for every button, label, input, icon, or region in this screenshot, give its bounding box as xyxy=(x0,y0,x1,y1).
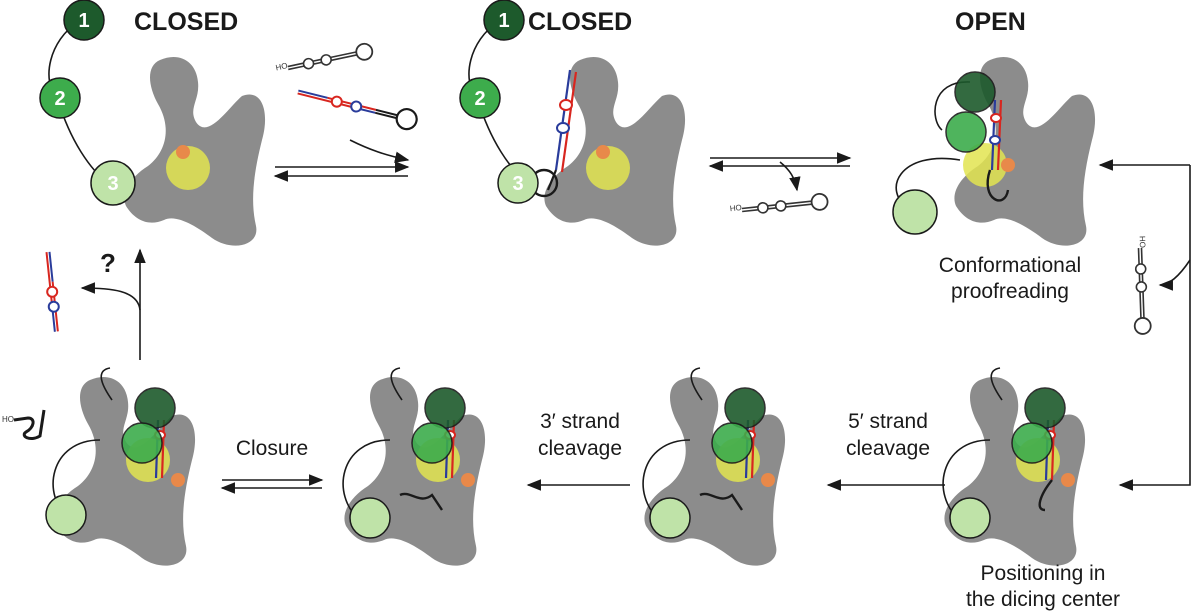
incoming-hairpin-colored xyxy=(297,89,418,131)
domain-2-circle xyxy=(459,77,501,119)
step-label-3prime-line2: cleavage xyxy=(538,437,622,460)
domain-2-label: 2 xyxy=(474,88,485,110)
catalytic-site xyxy=(1001,158,1015,172)
incoming-hairpin-white: HO xyxy=(275,41,375,77)
domain-1-circle xyxy=(134,387,176,429)
step-label-5prime-line1: 5′ strand xyxy=(848,410,928,433)
domain-2-circle xyxy=(1011,422,1053,464)
rna-end-label: HO xyxy=(729,203,742,213)
yellow-domain xyxy=(963,143,1007,187)
step-label-positioning-line2: the dicing center xyxy=(966,588,1120,611)
catalytic-site xyxy=(596,145,610,159)
yellow-domain xyxy=(586,146,630,190)
domain-3-circle xyxy=(90,160,136,206)
step-three-prime: 3′ strand cleavage xyxy=(526,410,630,491)
domain-3-circle xyxy=(497,162,539,204)
bound-pre-mirna xyxy=(986,99,1010,202)
domain-2-circle xyxy=(711,422,753,464)
step-label-3prime-line1: 3′ strand xyxy=(540,410,620,433)
question-mark: ? xyxy=(100,248,116,278)
domain-1-circle xyxy=(1024,387,1066,429)
rna-end-label: HO xyxy=(2,415,14,424)
return-connector: ? xyxy=(80,248,146,360)
binding-equilibrium-arrows xyxy=(273,139,410,182)
catalytic-site xyxy=(1061,473,1075,487)
catalytic-site xyxy=(761,473,775,487)
domain-1-circle xyxy=(724,387,766,429)
domain-1-circle xyxy=(63,0,105,41)
state-closed-2: CLOSED 1 2 3 xyxy=(459,0,686,246)
step-label-closure: Closure xyxy=(236,437,308,460)
domain-2-circle xyxy=(945,111,987,153)
domain-2-circle xyxy=(39,77,81,119)
catalytic-site xyxy=(461,473,475,487)
rna-end-label: HO xyxy=(275,61,289,72)
domain-3-circle xyxy=(949,497,991,539)
released-mirna-duplex xyxy=(45,251,60,332)
state-positioning: Positioning in the dicing center xyxy=(942,367,1120,611)
state-open: OPEN Conformational proofreading xyxy=(892,8,1096,303)
state-title-open: OPEN xyxy=(955,8,1026,36)
domain-2-circle xyxy=(121,422,163,464)
rna-end-label: HO xyxy=(1138,236,1147,248)
domain-2-label: 2 xyxy=(54,88,65,110)
yellow-domain xyxy=(166,146,210,190)
domain-1-circle xyxy=(954,71,996,113)
released-hairpin-vertical: HO xyxy=(1131,236,1152,336)
released-loop-fragment: HO xyxy=(2,409,46,440)
step-label-proofreading-line2: proofreading xyxy=(951,280,1069,303)
domain-3-label: 3 xyxy=(107,173,118,195)
domain-3-circle xyxy=(349,497,391,539)
domain-2-circle xyxy=(411,422,453,464)
state-after-3prime-cleavage xyxy=(342,367,486,566)
catalytic-site xyxy=(171,473,185,487)
domain-3-circle xyxy=(649,497,691,539)
state-closed-1: CLOSED 1 2 3 xyxy=(39,0,266,246)
opening-equilibrium-arrows xyxy=(708,152,852,192)
state-title-closed-2: CLOSED xyxy=(528,8,632,36)
domain-1-circle xyxy=(424,387,466,429)
released-hairpin-white: HO xyxy=(729,192,830,219)
state-closure xyxy=(45,367,196,566)
step-label-positioning-line1: Positioning in xyxy=(981,562,1106,585)
right-connector xyxy=(1098,159,1191,491)
domain-1-label: 1 xyxy=(498,10,509,32)
domain-3-circle xyxy=(892,189,938,235)
domain-3-label: 3 xyxy=(512,173,523,195)
step-closure: Closure xyxy=(220,437,324,494)
step-label-5prime-line2: cleavage xyxy=(846,437,930,460)
step-five-prime: 5′ strand cleavage xyxy=(826,410,945,491)
domain-1-label: 1 xyxy=(78,10,89,32)
domain-3-circle xyxy=(45,494,87,536)
step-label-proofreading-line1: Conformational xyxy=(939,254,1081,277)
state-title-closed-1: CLOSED xyxy=(134,8,238,36)
state-after-5prime-cleavage xyxy=(642,367,786,566)
domain-1-circle xyxy=(483,0,525,41)
catalytic-site xyxy=(176,145,190,159)
